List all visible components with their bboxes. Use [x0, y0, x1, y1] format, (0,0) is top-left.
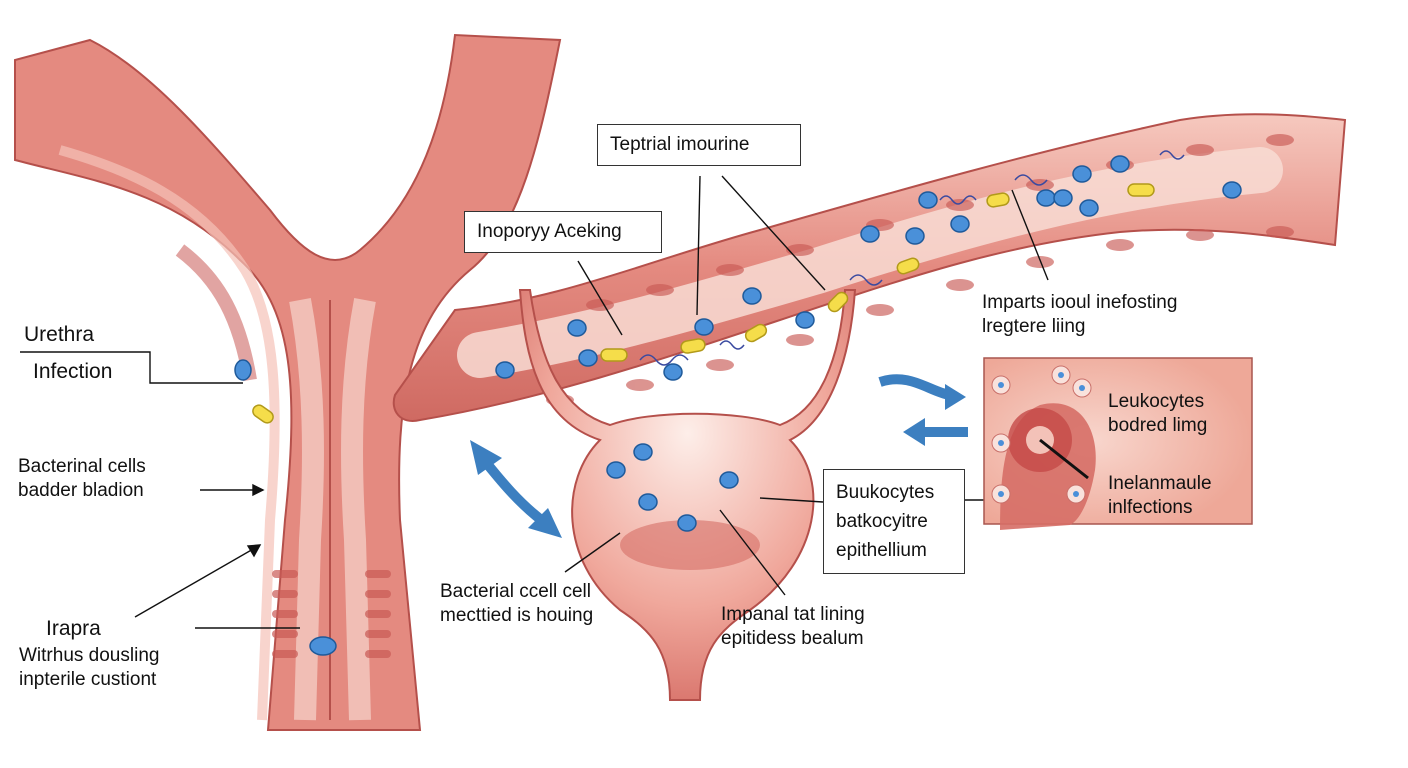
label-leukocytes: Leukocytes bodred limg: [1108, 390, 1207, 438]
bladder: [518, 289, 857, 701]
label-bacterial-ccell: Bacterial ccell cell mecttied is houing: [440, 580, 593, 628]
label-line: Leukocytes: [1108, 391, 1205, 412]
label-urethra: Urethra: [24, 323, 95, 346]
label-infection: Infection: [33, 360, 113, 383]
label-imparts: Imparts iooul inefosting lregtere liing: [982, 291, 1177, 339]
bacteria-filaments: [639, 150, 1185, 366]
label-line: badder bladion: [18, 480, 144, 501]
label-teptrial: Teptrial imourine: [597, 124, 801, 166]
label-line: inpterile custiont: [19, 669, 157, 690]
label-line: mecttied is houing: [440, 605, 594, 626]
label-line: epithellium: [836, 540, 927, 561]
label-line: Bacterinal cells: [18, 456, 146, 477]
label-line: batkocyitre: [836, 511, 928, 532]
bacteria-yellow-icon: [252, 183, 1155, 508]
bacteria-blue-icon: [234, 155, 1242, 656]
label-impanal: Impanal tat lining epitidess bealum: [721, 603, 865, 651]
label-line: lregtere liing: [982, 316, 1086, 337]
label-line: epitidess bealum: [721, 628, 864, 649]
label-line: Imparts iooul inefosting: [982, 292, 1178, 313]
label-buukocytes: Buukocytes batkocyitre epithellium: [823, 469, 965, 574]
label-inelanmaule: Inelanmaule inlfections: [1108, 472, 1212, 520]
label-line: inlfections: [1108, 497, 1193, 518]
label-line: Impanal tat lining: [721, 604, 865, 625]
label-line: Inelanmaule: [1108, 473, 1212, 494]
label-line: Buukocytes: [836, 482, 935, 503]
label-bacterinal-cells: Bacterinal cells badder bladion: [18, 455, 146, 503]
curved-arrow-icon[interactable]: [878, 374, 968, 446]
label-irapra: Irapra: [46, 617, 101, 640]
label-line: Bacterial ccell cell: [440, 581, 591, 602]
inset-panel: [983, 357, 1253, 530]
label-line: bodred limg: [1108, 415, 1208, 436]
label-inoporyy: Inoporyy Aceking: [464, 211, 662, 253]
label-line: Witrhus dousling: [19, 645, 160, 666]
double-arrow-icon[interactable]: [470, 440, 562, 538]
label-withrus: Witrhus dousling inpterile custiont: [19, 644, 159, 692]
